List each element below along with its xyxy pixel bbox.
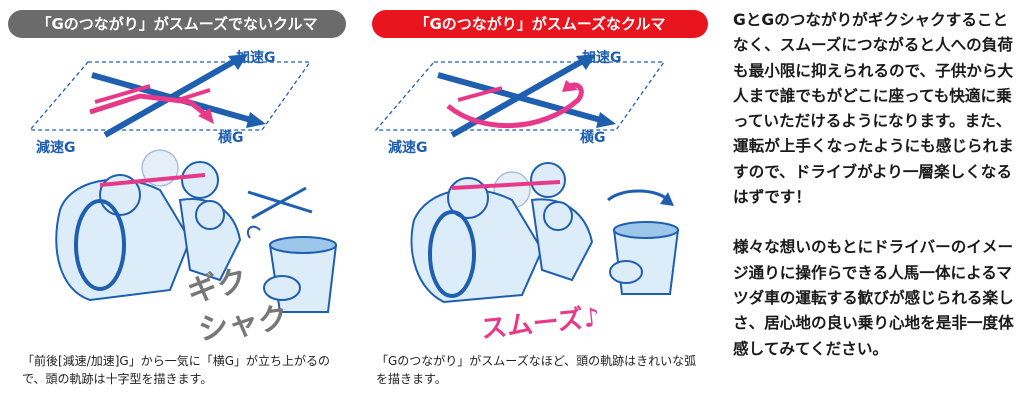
body-text: GとGのつながりがギクシャクすることなく、スムーズにつながると人への負荷も最小限… — [733, 8, 1015, 362]
body-paragraph-2: 様々な想いのもとにドライバーのイメージ通りに操作らできる人馬一体によるマツダ車の… — [733, 238, 1014, 358]
right-caption: 「Gのつながり」がスムーズなほど、頭の軌跡はきれいな弧を描きます。 — [376, 354, 697, 386]
decel-g-label: 減速G — [388, 139, 428, 156]
water-cup-steady — [607, 189, 680, 295]
head-trajectory-arc — [446, 82, 584, 129]
panel-smooth: 「Gのつながり」がスムーズなクルマ 加速G 減速G 横G — [372, 0, 710, 403]
g-plane — [374, 61, 666, 131]
not-smooth-illustration: 加速G 減速G 横G ギク シャク — [28, 49, 338, 348]
accel-g-label: 加速G — [235, 49, 276, 66]
steering-wheel — [74, 199, 126, 291]
smooth-illustration: 加速G 減速G 横G スムーズ♪ — [374, 49, 680, 345]
steering-wheel — [428, 210, 476, 298]
decel-g-label: 減速G — [36, 139, 76, 156]
lateral-g-label: 横G — [580, 129, 606, 146]
accel-g-label: 加速G — [581, 49, 622, 66]
panel-not-smooth: 「Gのつながり」がスムーズでないクルマ 加速G 減速G 横G — [0, 0, 360, 403]
sound-effect-smooth: スムーズ♪ — [479, 302, 601, 345]
sound-effect-shaku: シャク — [196, 301, 290, 348]
head-trajectory-cross — [89, 93, 212, 120]
panel-header: 「Gのつながり」がスムーズでないクルマ — [8, 10, 346, 38]
passengers-figure — [410, 162, 594, 304]
left-caption: 「前後[減速/加速]G」から一気に「横G」が立ち上がるので、頭の軌跡は十字型を描… — [22, 354, 331, 386]
panel-header: 「Gのつながり」がスムーズなクルマ — [372, 10, 708, 38]
lateral-axis-arrow — [437, 72, 609, 125]
water-cup-spilling — [246, 186, 338, 313]
body-paragraph-1: GとGのつながりがギクシャクすることなく、スムーズにつながると人への負荷も最小限… — [733, 11, 1014, 207]
lateral-g-label: 横G — [218, 129, 244, 146]
